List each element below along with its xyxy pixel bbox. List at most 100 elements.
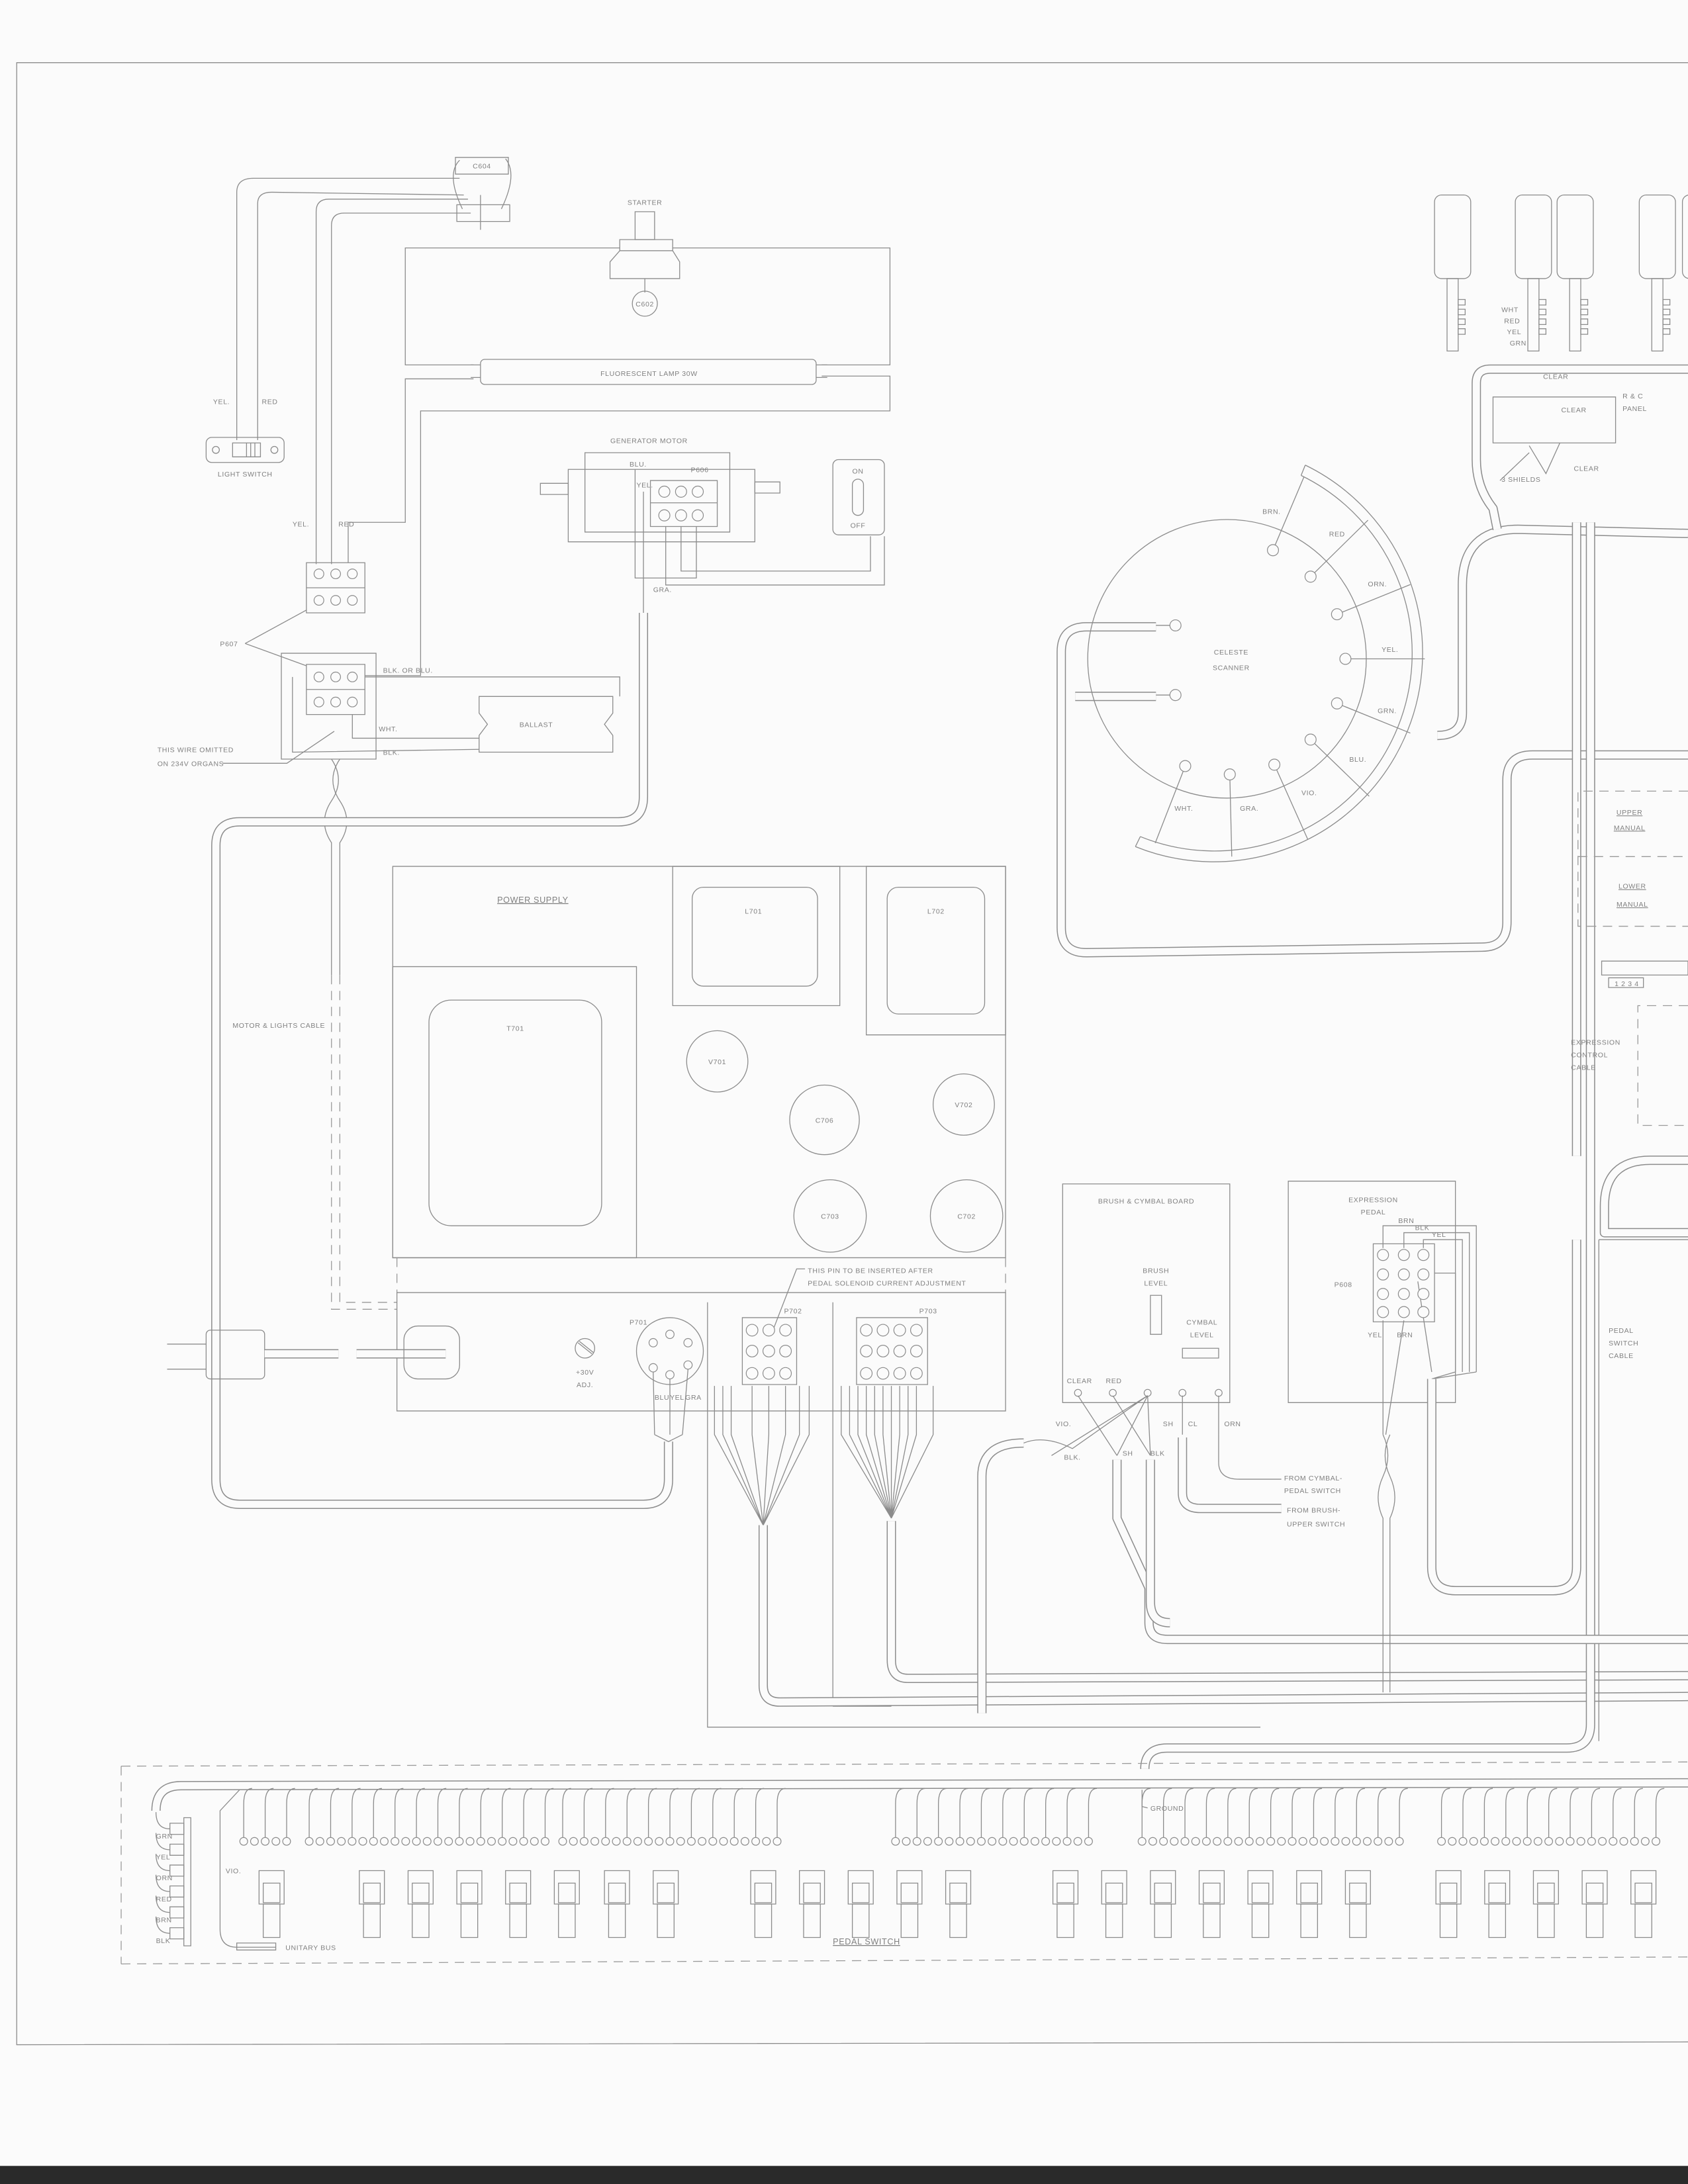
bus-terminal	[902, 1837, 910, 1845]
pedal-switch[interactable]	[1533, 1870, 1558, 1937]
lower-manual-label-2: MANUAL	[1617, 901, 1648, 909]
pedal-switch[interactable]	[604, 1870, 630, 1937]
pedal-switch[interactable]	[1631, 1870, 1656, 1937]
bus-wire	[1442, 1788, 1450, 1837]
bus-terminal	[1577, 1837, 1585, 1845]
cable-inner	[1117, 1460, 1688, 1639]
from-brush-label-2: UPPER SWITCH	[1287, 1521, 1345, 1529]
pedal-switch[interactable]	[897, 1870, 922, 1937]
bus-wire	[691, 1788, 700, 1837]
bus-terminal	[381, 1837, 389, 1845]
bus-terminal	[434, 1837, 442, 1845]
bus-terminal	[924, 1837, 932, 1845]
bus-terminal	[498, 1837, 506, 1845]
bus-terminal	[1278, 1837, 1286, 1845]
p702-pin	[746, 1367, 758, 1379]
pedal-switch[interactable]	[1102, 1870, 1127, 1937]
key-stem	[1447, 279, 1458, 351]
pedal-switch[interactable]	[1150, 1870, 1176, 1937]
voltage-adjust-pot[interactable]	[575, 1339, 594, 1358]
bus-terminal	[752, 1837, 760, 1845]
p608-pin	[1398, 1289, 1409, 1300]
main-trunk-cable	[1145, 522, 1590, 1769]
p703-pin	[861, 1367, 872, 1379]
cable-inner	[156, 1783, 1688, 1811]
p607-pins	[314, 569, 357, 707]
bus-terminal	[655, 1837, 663, 1845]
power-on-off-switch[interactable]: ON OFF	[833, 460, 884, 535]
pedal-switch[interactable]	[1297, 1870, 1322, 1937]
c604-label: C604	[473, 163, 491, 171]
pedal-switch[interactable]	[1053, 1870, 1078, 1937]
brush-upper-switch-cable	[1182, 1437, 1281, 1508]
bus-wire	[373, 1788, 382, 1837]
pedal-switch[interactable]	[1485, 1870, 1510, 1937]
p702-pin	[763, 1324, 775, 1336]
bus-wire	[563, 1788, 571, 1837]
pedal-switch[interactable]	[1248, 1870, 1273, 1937]
p607-connectors: P607 YEL. RED BLK. OR BLU. WHT. BLK.	[220, 521, 620, 759]
p703-pin	[861, 1324, 872, 1336]
key-stem	[1652, 279, 1663, 351]
brush-level-control[interactable]	[1150, 1295, 1162, 1334]
brush-level-label-2: LEVEL	[1144, 1280, 1168, 1288]
pedal-switch[interactable]	[848, 1870, 873, 1937]
pedal-switch[interactable]	[1436, 1870, 1461, 1937]
pedal-switch[interactable]	[1582, 1870, 1607, 1937]
pedal-switch[interactable]	[800, 1870, 825, 1937]
bus-terminal	[591, 1837, 599, 1845]
pedal-switch[interactable]	[751, 1870, 776, 1937]
bus-wire	[627, 1788, 635, 1837]
cable-inner	[763, 1525, 1688, 1702]
pedal-switch[interactable]	[1345, 1870, 1370, 1937]
brush-red-label: RED	[1106, 1377, 1122, 1385]
bus-terminal	[1310, 1837, 1318, 1845]
cymbal-level-control[interactable]	[1182, 1348, 1219, 1358]
bus-wire	[1142, 1788, 1150, 1837]
pedal-switch[interactable]	[653, 1870, 679, 1937]
pedal-switch[interactable]	[259, 1870, 284, 1937]
twisted-pair	[324, 759, 347, 975]
switch-on-label: ON	[853, 468, 864, 476]
key-stem	[1570, 279, 1581, 351]
bus-wire	[1399, 1788, 1408, 1837]
expression-pedal-label: EXPRESSION	[1348, 1196, 1398, 1204]
pedal-switch[interactable]	[946, 1870, 971, 1937]
bus-terminal	[741, 1837, 749, 1845]
bus-terminal	[966, 1837, 974, 1845]
bus-wire	[352, 1788, 361, 1837]
bus-terminal	[623, 1837, 631, 1845]
brush-clear-label: CLEAR	[1067, 1377, 1092, 1385]
bus-terminal	[1331, 1837, 1339, 1845]
pedal-switch[interactable]	[408, 1870, 433, 1937]
pedal-switch[interactable]	[359, 1870, 385, 1937]
bus-terminal	[412, 1837, 420, 1845]
key-tab	[1539, 299, 1546, 304]
brush-board-title: BRUSH & CYMBAL BOARD	[1098, 1197, 1194, 1205]
bus-wire	[584, 1788, 592, 1837]
scanner-terminal	[1269, 759, 1280, 770]
light-switch[interactable]: YEL. RED LIGHT SWITCH	[206, 398, 284, 478]
pedal-switch[interactable]	[506, 1870, 531, 1937]
strip-wire-label: BLK	[156, 1937, 171, 1945]
bus-terminal	[956, 1837, 964, 1845]
scanner-wire-label: GRN.	[1378, 707, 1397, 715]
bus-terminal	[520, 1837, 528, 1845]
bus-terminal	[1288, 1837, 1296, 1845]
fluorescent-lamp-label: FLUORESCENT LAMP 30W	[600, 370, 698, 378]
pedal-switch[interactable]	[457, 1870, 482, 1937]
bus-terminal	[1642, 1837, 1650, 1845]
p608-pin	[1398, 1269, 1409, 1280]
scanner-wire-label: WHT.	[1174, 805, 1193, 813]
rc-clear-label-2: CLEAR	[1562, 406, 1587, 414]
key-tab	[1539, 329, 1546, 334]
bus-terminal	[1138, 1837, 1146, 1845]
pedal-switch[interactable]	[554, 1870, 579, 1937]
pedal-switch[interactable]	[1199, 1870, 1225, 1937]
bus-terminal	[1321, 1837, 1329, 1845]
p608-pin	[1378, 1306, 1389, 1318]
scanner-spoke	[1274, 764, 1307, 839]
bus-wire	[649, 1788, 657, 1837]
bus-terminal	[261, 1837, 269, 1845]
